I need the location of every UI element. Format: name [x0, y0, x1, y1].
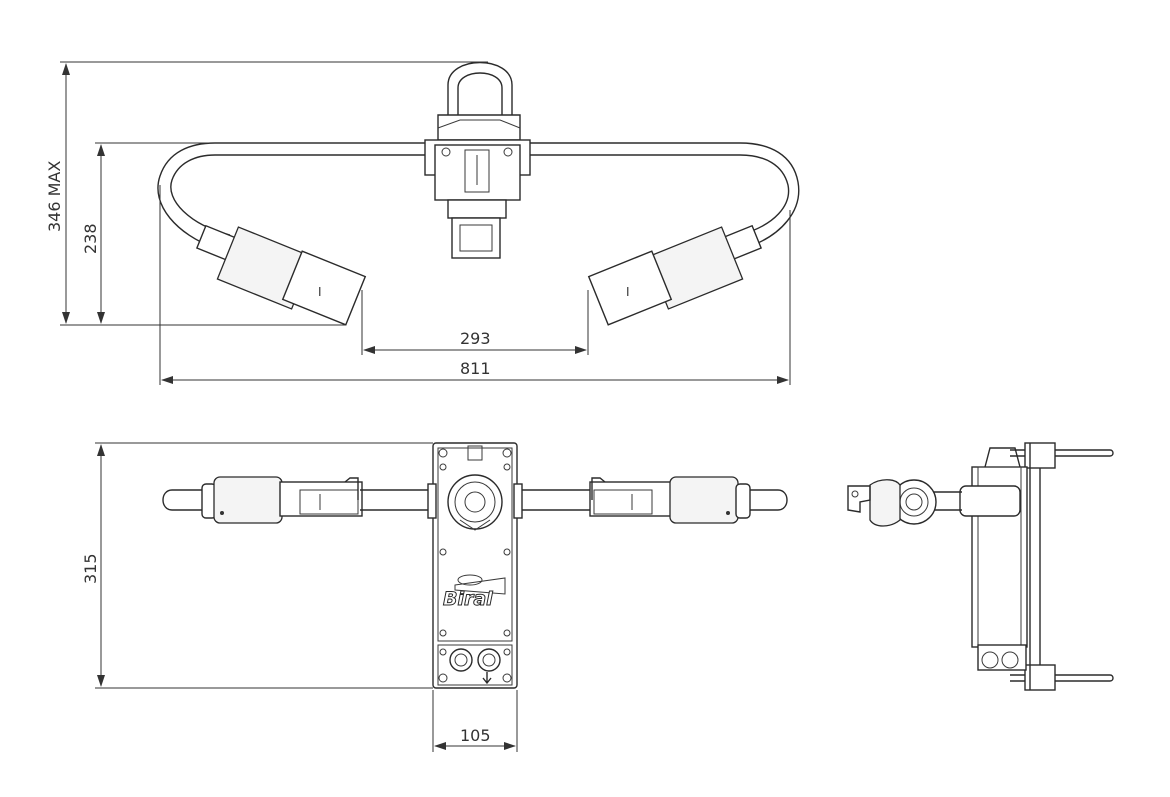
dimension-293-label: 293: [460, 329, 491, 348]
left-sensor-head: I: [195, 224, 367, 326]
right-head-marker: I: [626, 285, 630, 299]
front-right-arm: [520, 476, 788, 524]
dimension-293: 293: [363, 329, 587, 354]
front-left-arm: [162, 476, 430, 524]
top-view: I I: [45, 61, 800, 385]
dimension-811-label: 811: [460, 359, 491, 378]
top-extension-lines: [60, 61, 791, 385]
side-view: [847, 442, 1114, 691]
dimension-238-label: 238: [81, 223, 100, 254]
arm-tube: [157, 142, 800, 249]
biral-logo-text: Biral: [443, 588, 493, 610]
cable-glands: [437, 644, 513, 686]
dimension-238: 238: [81, 144, 105, 324]
biral-logo: Biral: [443, 574, 506, 611]
front-enclosure: Biral: [427, 442, 523, 689]
dimension-811: 811: [161, 359, 789, 384]
central-unit-top: [424, 61, 531, 259]
dimension-105-label: 105: [460, 726, 491, 745]
front-view: Biral 315: [81, 442, 788, 752]
dimension-105: 105: [434, 726, 516, 750]
right-sensor-head: I: [587, 224, 763, 326]
dimension-315-label: 315: [81, 553, 100, 584]
left-head-marker: I: [318, 285, 322, 299]
dimension-346-label: 346 MAX: [45, 161, 64, 232]
dimension-315: 315: [81, 444, 105, 687]
front-extension-lines: [95, 442, 518, 752]
dimension-346: 346 MAX: [45, 63, 70, 324]
